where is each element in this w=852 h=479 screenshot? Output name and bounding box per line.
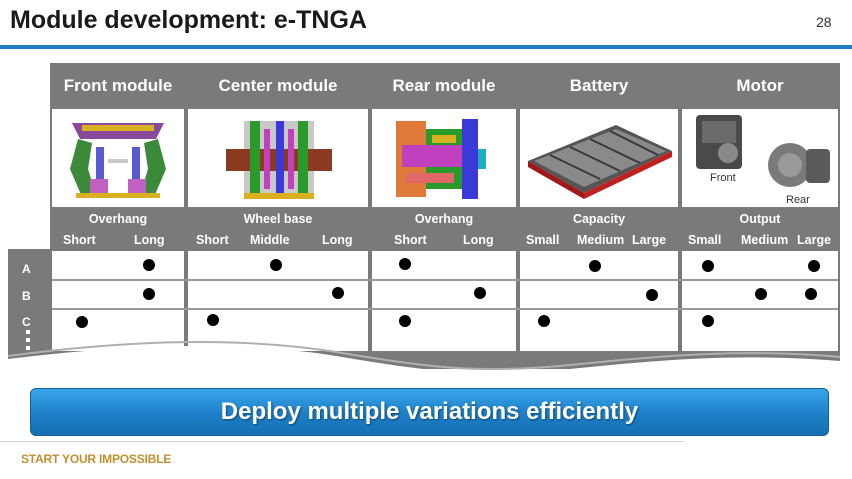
motor-rear-caption: Rear bbox=[786, 194, 810, 206]
page-number: 28 bbox=[816, 14, 832, 30]
center-option-short: Short bbox=[196, 233, 229, 247]
battery-spec-title: Capacity bbox=[572, 212, 626, 226]
rear-spec-title: Overhang bbox=[414, 212, 474, 226]
selection-dot-b-motor-large bbox=[805, 288, 817, 300]
motor-option-small: Small bbox=[688, 233, 722, 247]
selection-dot-c-center-short bbox=[207, 314, 219, 326]
footer-tagline: START YOUR IMPOSSIBLE bbox=[21, 452, 172, 466]
conclusion-banner: Deploy multiple variations efficiently bbox=[30, 388, 829, 436]
motor-option-large: Large bbox=[797, 233, 832, 247]
rear-option-short: Short bbox=[394, 233, 427, 247]
front-spec-title: Overhang bbox=[88, 212, 148, 226]
header-front-module: Front module bbox=[63, 76, 173, 95]
battery-option-medium: Medium bbox=[577, 233, 625, 247]
header-center-module: Center module bbox=[218, 76, 338, 95]
row-label-c: C bbox=[22, 315, 31, 329]
page-title: Module development: e-TNGA bbox=[10, 6, 367, 34]
row-separator-ab bbox=[52, 279, 838, 281]
front-option-short: Short bbox=[63, 233, 96, 247]
selection-dot-b-rear-long bbox=[474, 287, 486, 299]
row-label-b: B bbox=[22, 289, 31, 303]
selection-dot-b-battery-large bbox=[646, 289, 658, 301]
wavy-cut-edge bbox=[0, 340, 852, 380]
rear-module-frame-image bbox=[396, 119, 486, 199]
selection-dot-a-center-middle bbox=[270, 259, 282, 271]
center-option-long: Long bbox=[322, 233, 353, 247]
rear-module-image-cell bbox=[372, 109, 516, 207]
selection-dot-a-motor-small bbox=[702, 260, 714, 272]
selection-dot-b-center-long bbox=[332, 287, 344, 299]
front-option-long: Long bbox=[134, 233, 165, 247]
selection-dot-a-battery-medium bbox=[589, 260, 601, 272]
battery-option-large: Large bbox=[632, 233, 667, 247]
title-rule bbox=[0, 45, 852, 49]
selection-dot-b-front-long bbox=[143, 288, 155, 300]
rear-option-long: Long bbox=[463, 233, 494, 247]
selection-dot-a-rear-short bbox=[399, 258, 411, 270]
center-module-frame-image bbox=[226, 121, 332, 199]
header-motor: Motor bbox=[736, 76, 784, 95]
motor-option-medium: Medium bbox=[741, 233, 789, 247]
selection-dot-c-motor-small bbox=[702, 315, 714, 327]
battery-option-small: Small bbox=[526, 233, 560, 247]
selection-dot-a-front-long bbox=[143, 259, 155, 271]
battery-pack-image bbox=[528, 125, 672, 199]
center-module-image-cell bbox=[188, 109, 368, 207]
footer-rule bbox=[0, 441, 684, 442]
motor-units-image bbox=[696, 115, 830, 187]
motor-image-cell: Front Rear bbox=[682, 109, 838, 207]
front-data-cell bbox=[52, 251, 184, 351]
selection-dot-c-battery-small bbox=[538, 315, 550, 327]
center-option-middle: Middle bbox=[250, 233, 290, 247]
row-label-a: A bbox=[22, 262, 31, 276]
selection-dot-a-motor-large bbox=[808, 260, 820, 272]
banner-text: Deploy multiple variations efficiently bbox=[220, 398, 639, 425]
battery-image-cell bbox=[520, 109, 678, 207]
motor-spec-title: Output bbox=[739, 212, 781, 226]
header-battery: Battery bbox=[569, 76, 629, 95]
front-module-image-cell bbox=[52, 109, 184, 207]
selection-dot-c-rear-short bbox=[399, 315, 411, 327]
motor-front-caption: Front bbox=[710, 172, 736, 184]
center-spec-title: Wheel base bbox=[243, 212, 313, 226]
selection-dot-b-motor-medium bbox=[755, 288, 767, 300]
row-separator-bc bbox=[52, 308, 838, 310]
selection-dot-c-front-short bbox=[76, 316, 88, 328]
front-module-frame-image bbox=[70, 123, 166, 198]
row-header-strip bbox=[8, 249, 52, 361]
row-continuation-dots bbox=[26, 330, 30, 356]
header-rear-module: Rear module bbox=[392, 76, 496, 95]
rear-data-cell bbox=[372, 251, 516, 351]
